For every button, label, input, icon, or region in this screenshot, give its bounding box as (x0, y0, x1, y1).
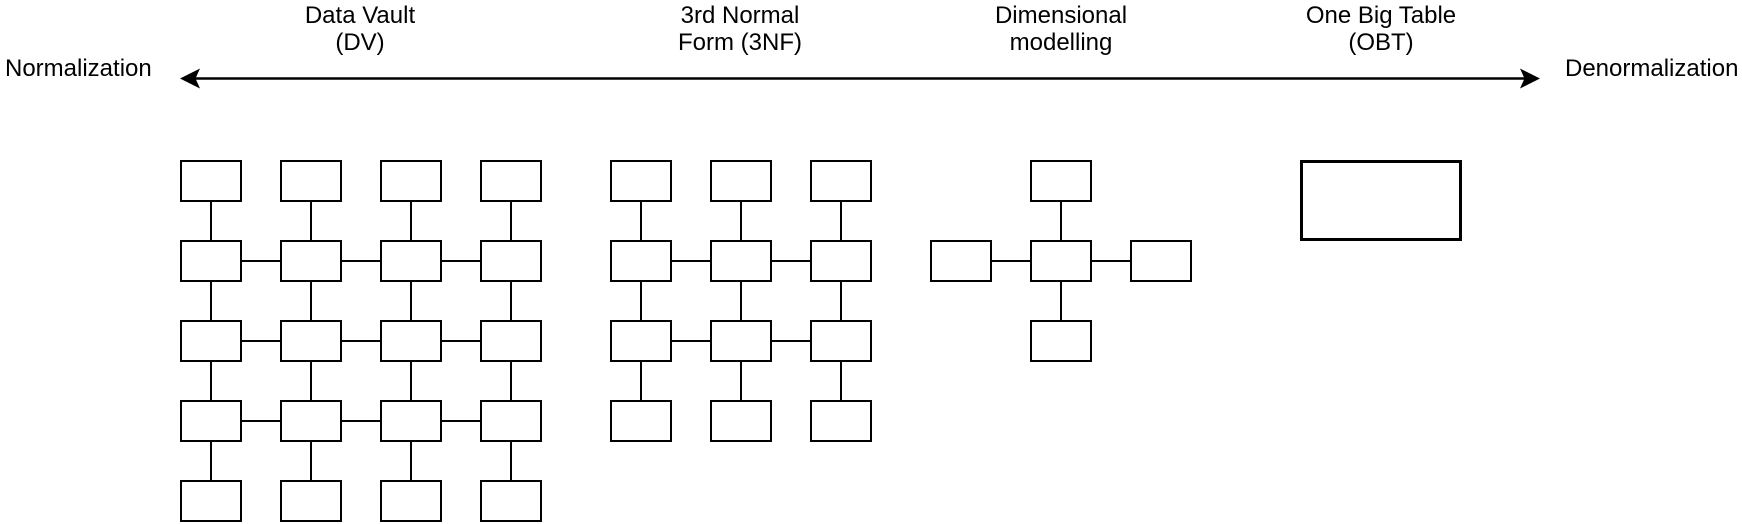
connector-line (740, 202, 742, 240)
data-vault-schema-table-box (480, 160, 542, 202)
data-vault-schema-table-box (380, 480, 442, 522)
connector-line (740, 362, 742, 400)
label-line: modelling (1009, 29, 1113, 56)
connector-line (210, 202, 212, 240)
data-vault-schema-table-box (180, 240, 242, 282)
connector-line (640, 282, 642, 320)
connector-line (342, 260, 380, 262)
label-data-vault: Data Vault (DV) (210, 2, 510, 56)
right-arrowhead-icon (1520, 68, 1540, 89)
connector-line (242, 260, 280, 262)
connector-line (510, 282, 512, 320)
connector-line (740, 282, 742, 320)
connector-line (992, 260, 1030, 262)
connector-line (310, 282, 312, 320)
connector-line (310, 442, 312, 480)
dimensional-star-schema-table-box (1130, 240, 1192, 282)
3nf-schema-table-box (810, 400, 872, 442)
connector-line (342, 340, 380, 342)
data-vault-schema-table-box (280, 160, 342, 202)
3nf-schema-table-box (710, 400, 772, 442)
connector-line (410, 442, 412, 480)
data-vault-schema-table-box (180, 320, 242, 362)
label-line: (DV) (335, 29, 385, 56)
connector-line (672, 340, 710, 342)
dimensional-star-schema-table-box (1030, 320, 1092, 362)
connector-line (640, 202, 642, 240)
data-vault-schema-table-box (280, 400, 342, 442)
connector-line (1060, 202, 1062, 240)
label-line: One Big Table (1305, 2, 1457, 29)
data-vault-schema-table-box (380, 160, 442, 202)
label-line: Data Vault (304, 2, 416, 29)
connector-line (840, 362, 842, 400)
connector-line (840, 282, 842, 320)
label-line: Dimensional (994, 2, 1128, 29)
connector-line (772, 260, 810, 262)
connector-line (242, 340, 280, 342)
data-vault-schema-table-box (280, 240, 342, 282)
dimensional-star-schema-table-box (1030, 240, 1092, 282)
data-vault-schema-table-box (480, 320, 542, 362)
label-line: Form (3NF) (678, 29, 802, 56)
data-vault-schema-table-box (480, 480, 542, 522)
data-vault-schema-table-box (380, 400, 442, 442)
connector-line (410, 202, 412, 240)
3nf-schema-table-box (710, 160, 772, 202)
connector-line (672, 260, 710, 262)
connector-line (510, 202, 512, 240)
connector-line (210, 362, 212, 400)
data-vault-schema-table-box (280, 320, 342, 362)
data-vault-schema-table-box (480, 400, 542, 442)
label-obt: One Big Table (OBT) (1231, 2, 1531, 56)
connector-line (510, 442, 512, 480)
data-vault-schema-table-box (380, 320, 442, 362)
3nf-schema-table-box (710, 320, 772, 362)
dimensional-star-schema-table-box (930, 240, 992, 282)
connector-line (442, 340, 480, 342)
connector-line (410, 282, 412, 320)
3nf-schema-table-box (810, 240, 872, 282)
one-big-table-schema-table-box (1300, 160, 1462, 241)
data-vault-schema-table-box (380, 240, 442, 282)
connector-line (410, 362, 412, 400)
label-line: 3rd Normal (680, 2, 800, 29)
data-vault-schema-table-box (180, 400, 242, 442)
3nf-schema-table-box (610, 320, 672, 362)
denormalization-label: Denormalization (1565, 55, 1739, 82)
connector-line (342, 420, 380, 422)
3nf-schema-table-box (810, 160, 872, 202)
connector-line (310, 362, 312, 400)
normalization-label: Normalization (5, 55, 152, 82)
3nf-schema-table-box (610, 240, 672, 282)
connector-line (442, 260, 480, 262)
connector-line (1060, 282, 1062, 320)
data-vault-schema-table-box (180, 160, 242, 202)
3nf-schema-table-box (810, 320, 872, 362)
connector-line (210, 442, 212, 480)
left-arrowhead-icon (180, 68, 200, 89)
connector-line (772, 340, 810, 342)
connector-line (1092, 260, 1130, 262)
connector-line (640, 362, 642, 400)
dimensional-star-schema-table-box (1030, 160, 1092, 202)
connector-line (210, 282, 212, 320)
3nf-schema-table-box (610, 400, 672, 442)
connector-line (510, 362, 512, 400)
data-vault-schema-table-box (180, 480, 242, 522)
3nf-schema-table-box (710, 240, 772, 282)
3nf-schema-table-box (610, 160, 672, 202)
label-3nf: 3rd Normal Form (3NF) (590, 2, 890, 56)
label-dimensional: Dimensional modelling (911, 2, 1211, 56)
connector-line (242, 420, 280, 422)
connector-line (840, 202, 842, 240)
connector-line (442, 420, 480, 422)
label-line: (OBT) (1348, 29, 1414, 56)
data-vault-schema-table-box (480, 240, 542, 282)
connector-line (310, 202, 312, 240)
data-vault-schema-table-box (280, 480, 342, 522)
